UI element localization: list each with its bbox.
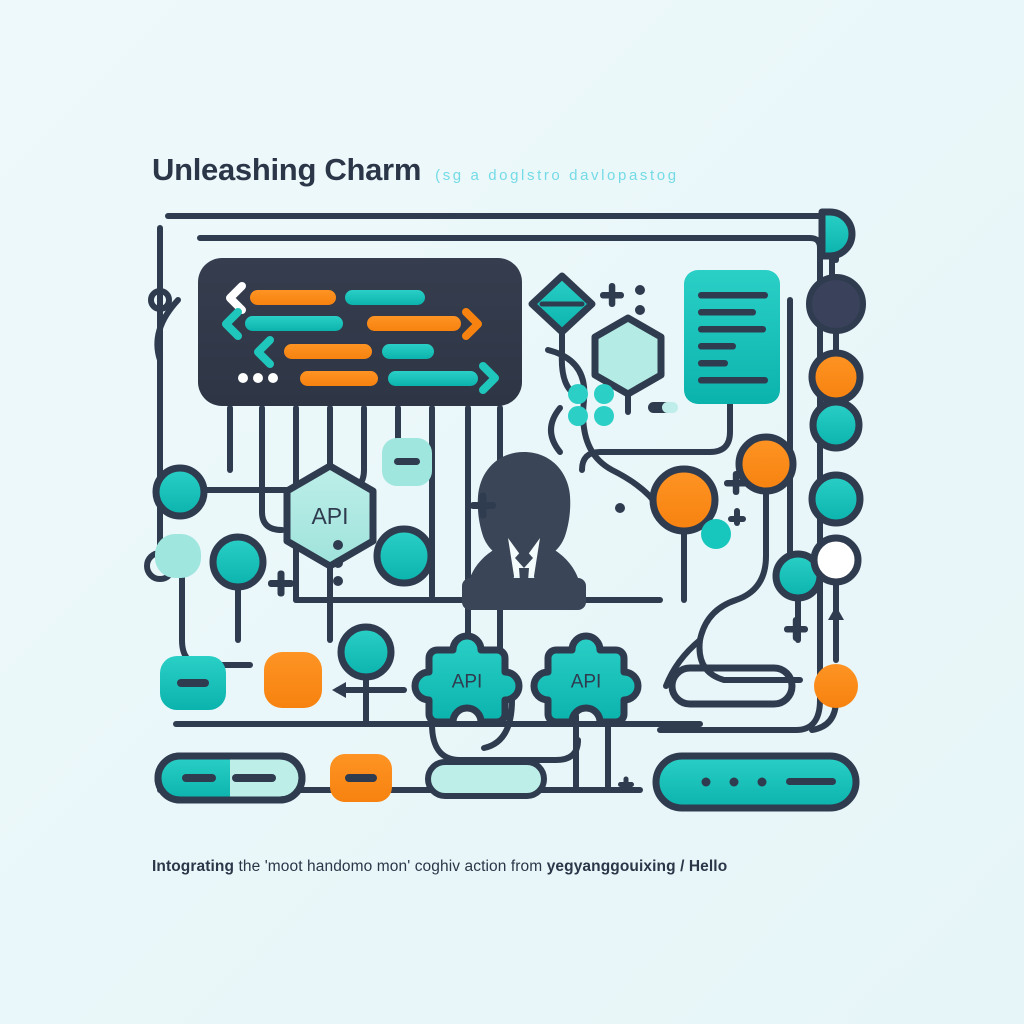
plus-icon <box>728 508 746 526</box>
node-circle-left-low <box>337 623 395 681</box>
capsule-pale-outline <box>425 759 547 799</box>
node-orange-big <box>649 465 719 535</box>
code-editor-panel <box>198 258 522 406</box>
dot-marker <box>615 503 625 513</box>
chip-orange <box>264 652 322 708</box>
plus-icon <box>784 617 808 641</box>
svg-text:API: API <box>311 503 348 529</box>
api-hexagon: API <box>283 462 377 570</box>
avatar-shirt <box>508 538 540 576</box>
avatar-tie <box>515 548 533 594</box>
node-orange <box>808 349 864 405</box>
node-teal-dot <box>701 519 731 549</box>
plus-icon <box>600 283 624 307</box>
diamond-node <box>528 272 596 336</box>
caption-tail: yegyanggouixing / Hello <box>546 858 728 875</box>
api-puzzle-node-left: API <box>411 632 523 726</box>
node-circle-teal-small <box>373 525 435 587</box>
node-hollow <box>810 534 862 586</box>
caption: Intograting the 'moot handomo mon' coghi… <box>152 858 727 876</box>
plus-icon-small <box>618 776 634 793</box>
caption-mid: the 'moot handomo mon' coghiv action fro… <box>238 858 543 875</box>
colon-dots <box>635 285 645 315</box>
plus-icon <box>268 570 294 597</box>
status-pill-dots <box>652 752 860 812</box>
toggle-pill <box>154 752 306 804</box>
minus-chip-teal <box>160 656 226 710</box>
blank-hexagon <box>591 314 665 398</box>
capsule-outline-top-right <box>668 664 796 708</box>
page-subtitle: (sg a doglstro davlopastog <box>435 167 679 184</box>
ellipsis-icon <box>238 373 278 383</box>
header: Unleashing Charm (sg a doglstro davlopas… <box>152 152 679 188</box>
caption-lead: Intograting <box>152 858 235 875</box>
node-blob-pale <box>155 534 201 578</box>
document-card <box>684 270 780 404</box>
user-avatar-silhouette <box>462 452 586 610</box>
minus-chip-orange-low <box>330 754 392 802</box>
dot-cluster <box>568 384 614 426</box>
svg-text:API: API <box>571 672 602 693</box>
node-orange-upper <box>735 433 797 495</box>
api-puzzle-node-right: API <box>530 632 642 726</box>
node-teal-b <box>808 471 864 527</box>
minus-chip-top <box>382 438 432 486</box>
node-dark <box>806 274 866 334</box>
kebab-menu-icon <box>333 540 343 586</box>
node-circle-left-top <box>152 464 208 520</box>
plus-icon <box>470 492 496 519</box>
node-circle-left-mid <box>209 533 267 591</box>
minus-chip-small <box>648 402 678 413</box>
svg-text:API: API <box>452 672 483 693</box>
page-title: Unleashing Charm <box>152 152 422 187</box>
plus-icon <box>724 471 748 495</box>
plus-marks <box>268 283 808 793</box>
node-teal-a <box>809 398 863 452</box>
node-orange-low <box>814 664 858 708</box>
node-teal-top <box>818 208 856 260</box>
